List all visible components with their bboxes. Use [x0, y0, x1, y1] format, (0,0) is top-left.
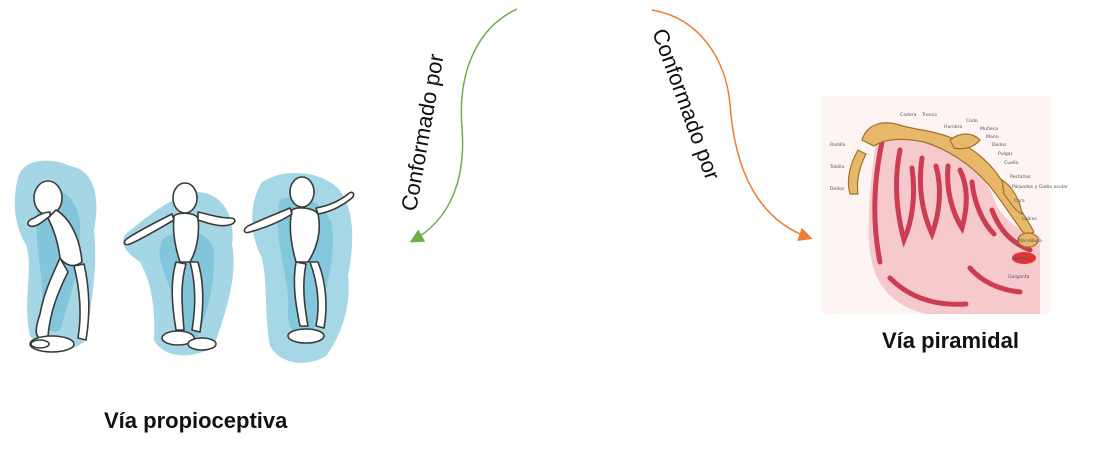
caption-via-propioceptiva: Vía propioceptiva: [104, 408, 287, 434]
homunculus-label-tronco: Tronco: [921, 112, 937, 118]
homunculus-label-cara: Cara: [1014, 198, 1025, 204]
homunculus-label-lengua: Lengua: [1012, 256, 1029, 262]
homunculus-label-rodilla: Rodilla: [830, 142, 846, 148]
homunculus-label-cadera: Cadera: [900, 112, 917, 118]
homunculus-label-mano: Mano: [986, 134, 999, 140]
homunculus-label-mandibula: Mandíbula: [1018, 237, 1042, 244]
homunculus-label-tobillo: Tobillo: [829, 164, 845, 170]
edge-label-left: Conformado por: [396, 52, 448, 213]
homunculus-label-parpados: Párpados y Globo ocular: [1012, 183, 1068, 190]
homunculus-label-pestanas: Pestañas: [1010, 174, 1031, 180]
caption-via-piramidal: Vía piramidal: [882, 328, 1019, 354]
pyramidal-homunculus-image: Cadera Tronco Codo Hombro Muñeca Mano De…: [822, 96, 1068, 314]
homunculus-label-hombro: Hombro: [944, 124, 962, 130]
homunculus-label-labios: Labios: [1022, 216, 1037, 222]
proprioceptive-figures-image: [15, 161, 354, 363]
homunculus-label-dedos-pie: Dedos: [830, 186, 845, 192]
homunculus-label-garganta: Garganta: [1008, 274, 1030, 280]
homunculus-label-dedos-mano: Dedos: [992, 142, 1007, 148]
homunculus-label-cuello: Cuello: [1004, 160, 1018, 166]
homunculus-label-muneca: Muñeca: [980, 126, 998, 132]
homunculus-label-codo: Codo: [966, 118, 978, 124]
edge-label-right: Conformado por: [647, 25, 725, 183]
homunculus-label-pulgar: Pulgar: [998, 151, 1013, 157]
